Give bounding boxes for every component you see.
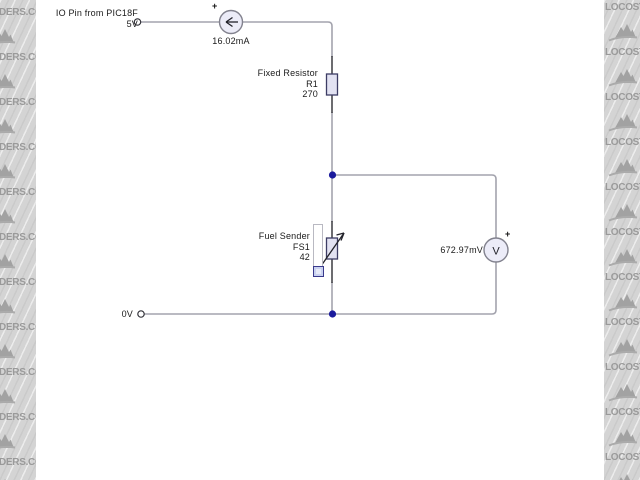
fuel-sender-ref: FS1 — [292, 241, 310, 252]
locost-logo-icon — [0, 164, 16, 179]
voltmeter-reading: 672.97mV — [440, 245, 483, 255]
watermark-text: LOCOST — [605, 2, 640, 13]
watermark-tile: LOCOST — [604, 466, 640, 480]
fixed-resistor-ref: R1 — [306, 78, 318, 89]
locost-logo-icon — [608, 69, 638, 87]
voltmeter-symbol[interactable] — [483, 237, 509, 263]
locost-logo-icon — [0, 209, 16, 224]
watermark-tile: LOCOST — [604, 241, 640, 286]
watermark-text: DERS.CO. — [0, 277, 36, 288]
ground-label: 0V — [121, 309, 133, 319]
watermark-tile: DERS.CO. — [0, 156, 36, 201]
ammeter-needle-icon — [225, 16, 238, 28]
fuel-sender-slider-handle[interactable] — [313, 266, 324, 277]
locost-logo-icon — [0, 74, 16, 89]
watermark-text: LOCOST — [605, 182, 640, 193]
locost-logo-icon — [0, 299, 16, 314]
terminal-0v[interactable] — [137, 310, 145, 318]
fuel-sender-value: 42 — [299, 252, 310, 262]
watermark-text: LOCOST — [605, 317, 640, 328]
ammeter-reading: 16.02mA — [212, 36, 250, 46]
watermark-tile: DERS.CO. — [0, 0, 36, 21]
locost-logo-icon — [0, 434, 16, 449]
watermark-text: LOCOST — [605, 92, 640, 103]
junction-dot-top — [328, 171, 337, 179]
ammeter-polarity-mark: + — [212, 1, 218, 11]
watermark-text: LOCOST — [605, 407, 640, 418]
watermark-tile: LOCOST — [604, 106, 640, 151]
voltmeter-v-glyph: V — [492, 246, 500, 258]
watermark-tile: LOCOST — [604, 61, 640, 106]
watermark-text: DERS.CO. — [0, 7, 36, 18]
circuit-wiring[interactable]: V — [36, 0, 604, 480]
watermark-text: LOCOST — [605, 362, 640, 373]
watermark-text: LOCOST — [605, 272, 640, 283]
locost-logo-icon — [608, 339, 638, 357]
terminal-5v[interactable] — [133, 18, 142, 26]
locost-logo-icon — [0, 29, 16, 44]
locost-logo-icon — [608, 159, 638, 177]
variable-resistor-arrow-icon — [320, 232, 345, 267]
watermark-text: DERS.CO. — [0, 457, 36, 468]
watermark-tile: DERS.CO. — [0, 246, 36, 291]
watermark-tile: DERS.CO. — [0, 111, 36, 156]
watermark-text: DERS.CO. — [0, 367, 36, 378]
watermark-tile: LOCOST — [604, 0, 640, 16]
watermark-tile: LOCOST — [604, 16, 640, 61]
watermark-strip-left: DERS.CO. DERS.CO. DERS.CO. DERS.CO. DERS.CO.… — [0, 0, 36, 480]
fuel-sender-body[interactable] — [320, 232, 345, 267]
watermark-tile: DERS.CO. — [0, 336, 36, 381]
watermark-text: LOCOST — [605, 47, 640, 58]
watermark-tile: DERS.CO. — [0, 291, 36, 336]
watermark-text: LOCOST — [605, 137, 640, 148]
junction-dot-bottom — [328, 310, 337, 318]
watermark-text: DERS.CO. — [0, 412, 36, 423]
watermark-text: DERS.CO. — [0, 52, 36, 63]
watermark-tile: DERS.CO. — [0, 426, 36, 471]
watermark-text: LOCOST — [605, 452, 640, 463]
watermark-strip-right: LOCOST LOCOST LOCOST LOCOST LOCOST LOCOST LOCO… — [604, 0, 640, 480]
locost-logo-icon — [608, 24, 638, 42]
fuel-sender-slider-track[interactable] — [313, 224, 323, 268]
watermark-text: DERS.CO. — [0, 232, 36, 243]
wire-segments[interactable] — [141, 21, 497, 315]
source-voltage: 5V — [126, 18, 138, 29]
locost-logo-icon — [608, 249, 638, 267]
locost-logo-icon — [608, 429, 638, 447]
watermark-text: DERS.CO. — [0, 187, 36, 198]
watermark-tile: DERS.CO. — [0, 471, 36, 480]
watermark-text: LOCOST — [605, 227, 640, 238]
watermark-tile: DERS.CO. — [0, 21, 36, 66]
watermark-tile: DERS.CO. — [0, 381, 36, 426]
locost-logo-icon — [619, 474, 633, 480]
watermark-text: DERS.CO. — [0, 142, 36, 153]
locost-logo-icon — [608, 384, 638, 402]
locost-logo-icon — [608, 114, 638, 132]
fixed-resistor-body[interactable] — [325, 73, 339, 96]
watermark-tile: LOCOST — [604, 376, 640, 421]
locost-logo-icon — [0, 0, 16, 4]
watermark-tile: DERS.CO. — [0, 201, 36, 246]
locost-logo-icon — [608, 204, 638, 222]
watermark-text: DERS.CO. — [0, 97, 36, 108]
watermark-tile: LOCOST — [604, 331, 640, 376]
locost-logo-icon — [608, 294, 638, 312]
watermark-tile: LOCOST — [604, 286, 640, 331]
watermark-text: DERS.CO. — [0, 322, 36, 333]
watermark-tile: DERS.CO. — [0, 66, 36, 111]
fixed-resistor-value: 270 — [302, 89, 318, 99]
watermark-tile: LOCOST — [604, 151, 640, 196]
locost-logo-icon — [0, 254, 16, 269]
locost-logo-icon — [0, 119, 16, 134]
watermark-tile: LOCOST — [604, 421, 640, 466]
watermark-tile: LOCOST — [604, 196, 640, 241]
locost-logo-icon — [0, 344, 16, 359]
locost-logo-icon — [0, 389, 16, 404]
voltmeter-polarity-mark: + — [505, 229, 511, 239]
ammeter-symbol[interactable] — [218, 9, 244, 35]
